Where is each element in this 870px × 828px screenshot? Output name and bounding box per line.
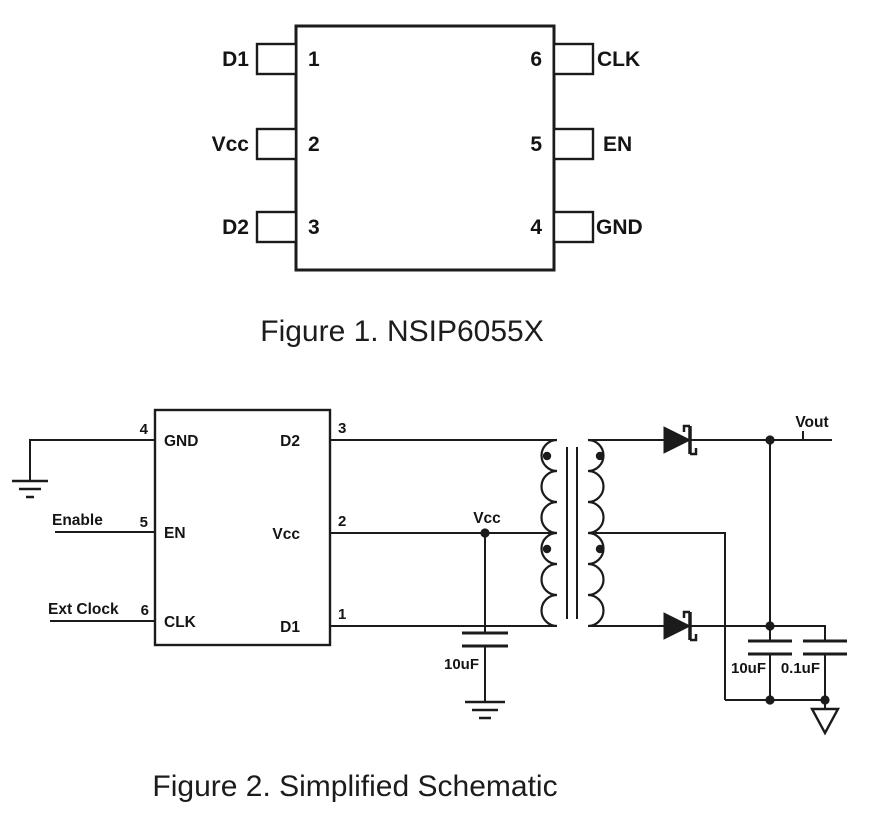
pin-label-clk: CLK (597, 48, 640, 71)
output-ground-symbol (809, 707, 841, 736)
pin2-number: 2 (308, 133, 320, 156)
sch-pin-d2-label: D2 (280, 433, 300, 450)
pin-box-6 (552, 42, 595, 76)
pin-label-en: EN (603, 133, 632, 156)
sch-pin2-number: 2 (338, 513, 346, 530)
input-cap-value: 10uF (444, 656, 479, 673)
diode-bottom-output-wire (690, 625, 826, 641)
phase-dot-primary-top (542, 451, 552, 461)
diode-top (663, 426, 692, 454)
pin-box-4 (552, 210, 595, 244)
ext-clock-signal-label: Ext Clock (48, 601, 119, 618)
diode-bottom (663, 612, 692, 640)
sch-pin1-number: 1 (338, 606, 346, 623)
output-cap-1-value: 10uF (731, 660, 766, 677)
phase-dot-primary-bottom (542, 544, 552, 554)
enable-signal-label: Enable (52, 512, 103, 529)
schematic-ic-body (153, 408, 332, 647)
pin-box-2 (255, 127, 298, 161)
ic-package-body (294, 24, 556, 272)
input-capacitor-plates (462, 631, 508, 648)
vcc-node-label: Vcc (473, 510, 501, 527)
rail-junction-dot-1 (765, 695, 775, 705)
sch-pin3-number: 3 (338, 420, 346, 437)
vout-junction-dot (765, 435, 775, 445)
sch-pin4-number: 4 (140, 421, 149, 438)
transformer-core (566, 447, 578, 619)
gnd-pin-wire (29, 439, 155, 481)
diode-bottom-schottky-hooks (682, 610, 698, 642)
sch-pin-gnd-label: GND (164, 433, 198, 450)
sch-pin-vcc-label: Vcc (272, 526, 300, 543)
transformer-primary-winding (540, 438, 558, 628)
sch-pin6-number: 6 (141, 602, 149, 619)
input-ground-symbol (12, 479, 48, 499)
sch-pin-en-label: EN (164, 525, 186, 542)
output-capacitor-2-plates (803, 639, 847, 656)
figure1-pinout: 1 2 3 6 5 4 D1 Vcc D2 CLK EN GND Figure … (212, 24, 643, 348)
secondary-center-tap-wire (588, 532, 726, 700)
sch-pin-d1-label: D1 (280, 619, 300, 636)
pin1-number: 1 (308, 48, 320, 71)
pin-box-1 (255, 42, 298, 76)
pin-box-5 (552, 127, 595, 161)
diode-top-schottky-hooks (682, 424, 698, 456)
pin-label-gnd: GND (596, 216, 643, 239)
figure2-caption: Figure 2. Simplified Schematic (152, 770, 557, 803)
sch-pin-clk-label: CLK (164, 614, 197, 631)
pin-label-d1: D1 (222, 48, 249, 71)
figure1-caption: Figure 1. NSIP6055X (260, 315, 544, 348)
phase-dot-secondary-bottom (595, 544, 605, 554)
phase-dot-secondary-top (595, 451, 605, 461)
pin-box-3 (255, 210, 298, 244)
pin4-number: 4 (530, 216, 542, 239)
sch-pin5-number: 5 (140, 514, 148, 531)
output-cap-2-value: 0.1uF (781, 660, 820, 677)
pin3-number: 3 (308, 216, 320, 239)
input-cap-ground-symbol (465, 700, 505, 720)
vout-label: Vout (795, 414, 828, 431)
diode-output-junction-dot (765, 621, 775, 631)
pin5-number: 5 (530, 133, 542, 156)
pin6-number: 6 (530, 48, 542, 71)
pin-label-vcc: Vcc (212, 133, 250, 156)
figure2-schematic: 4 GND 5 EN 6 CLK 3 D2 2 Vcc 1 D1 Enable … (12, 408, 847, 803)
pin-label-d2: D2 (222, 216, 249, 239)
output-capacitor-1-plates (748, 639, 792, 656)
